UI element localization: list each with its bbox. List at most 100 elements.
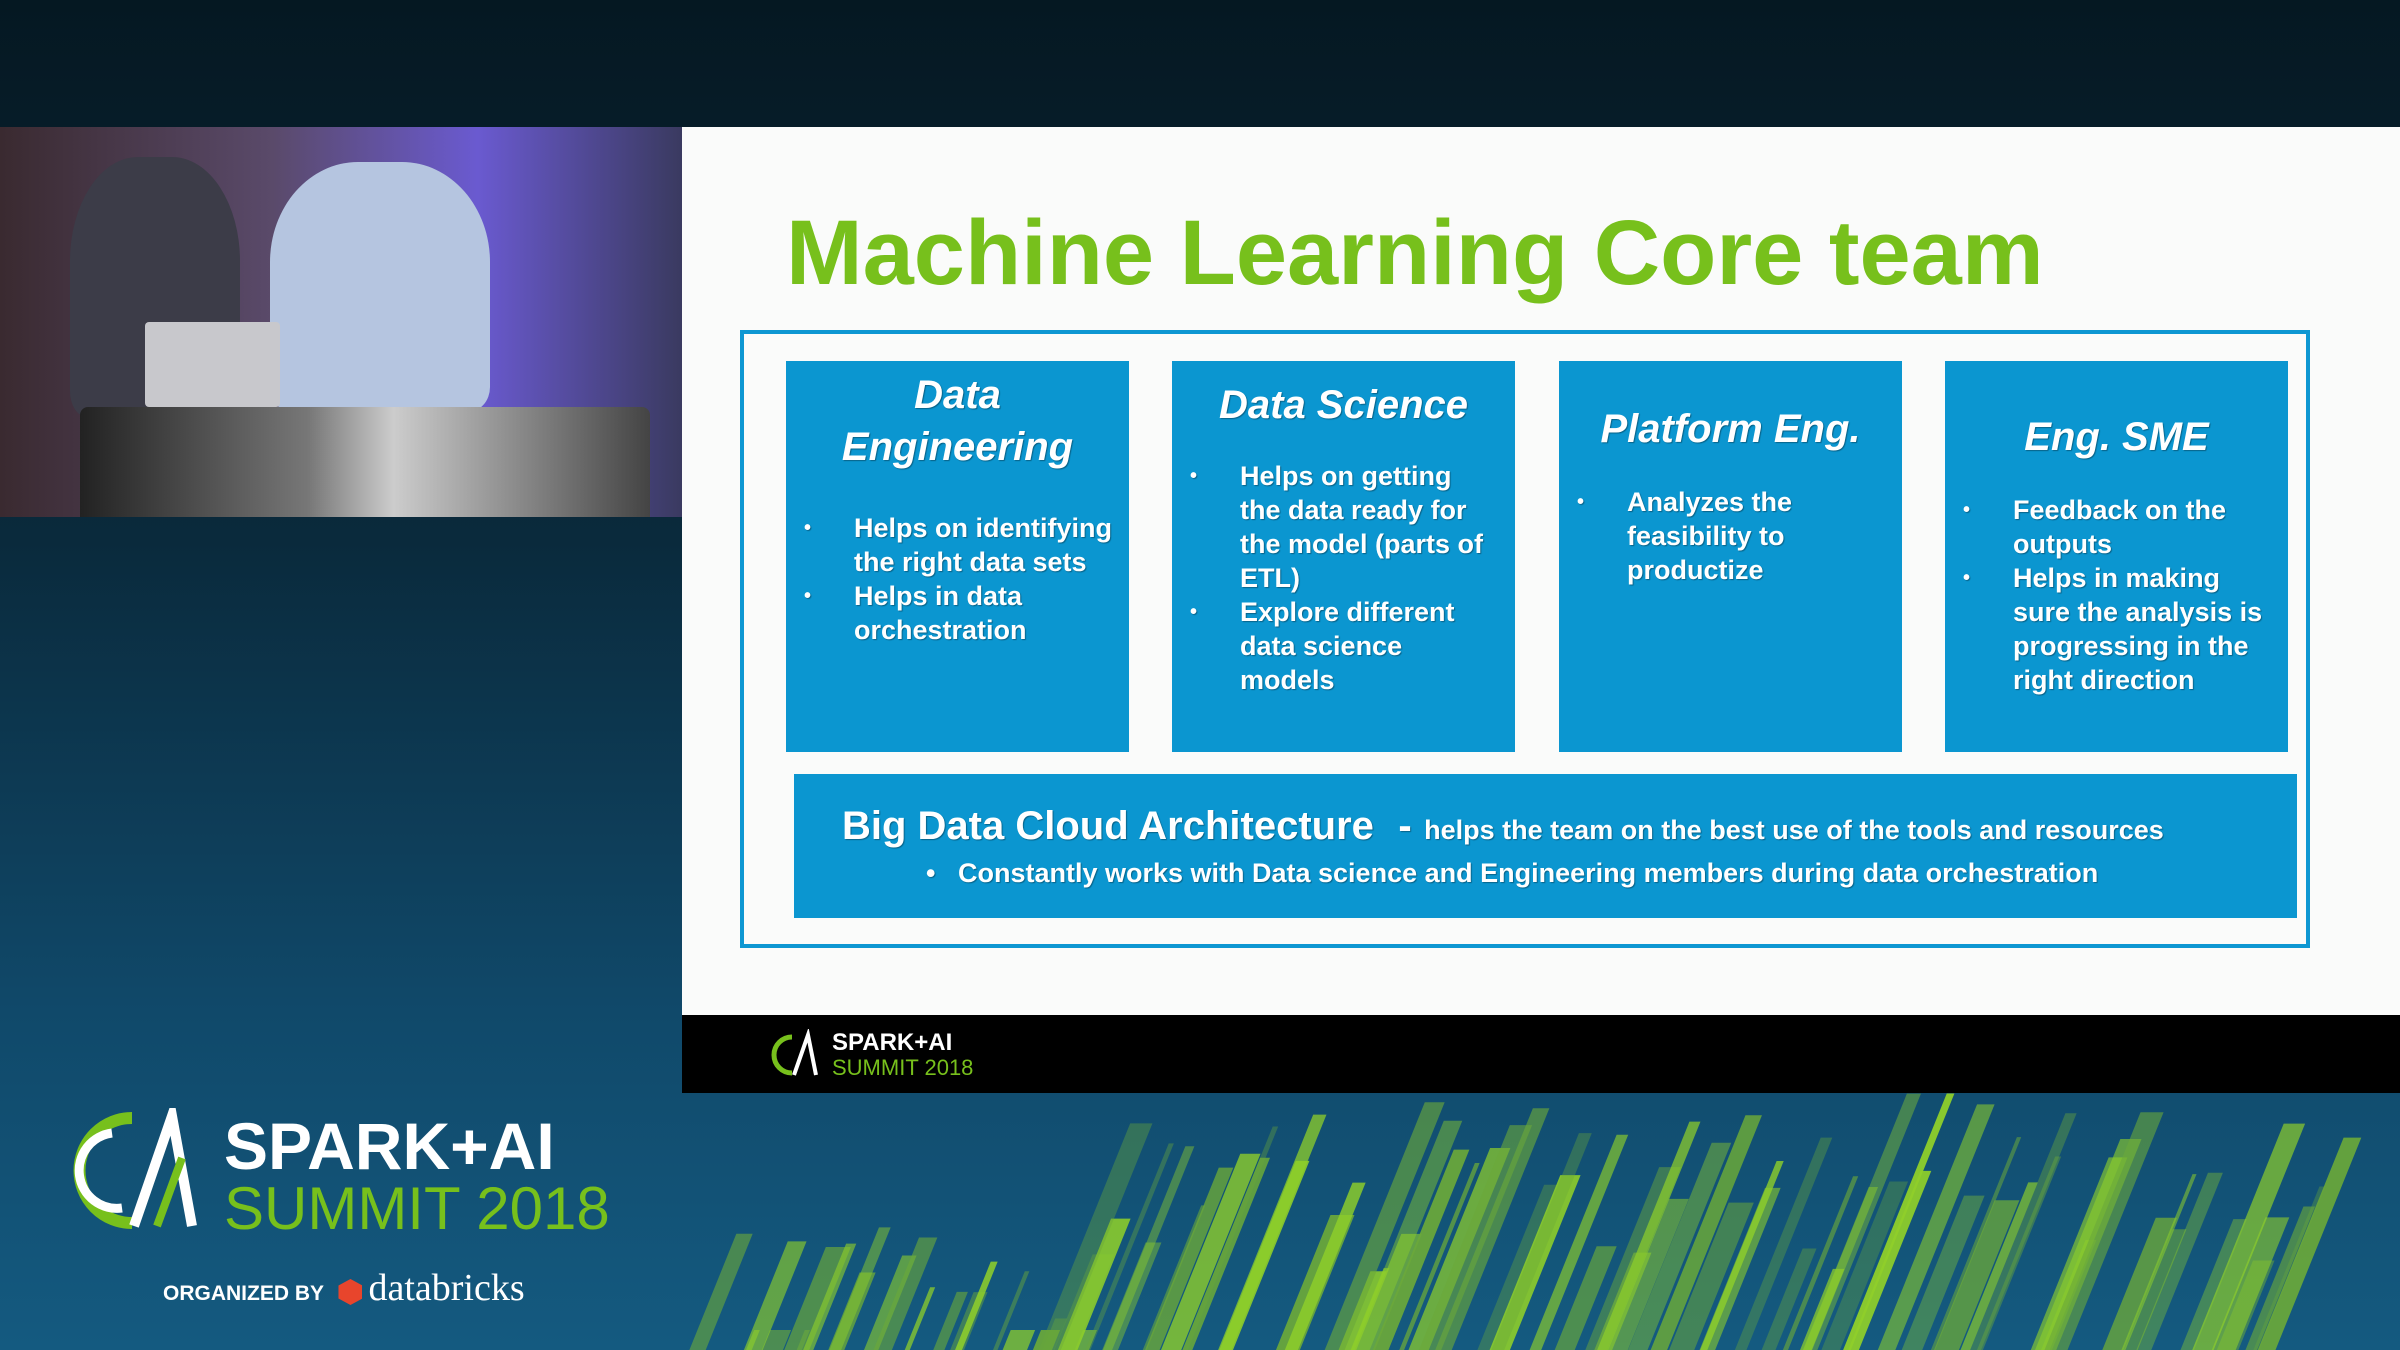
- brand-line1: SPARK+AI: [224, 1109, 555, 1183]
- streak: [1554, 1246, 1617, 1350]
- streak: [1650, 1115, 1762, 1350]
- organized-by: ORGANIZED BY databricks: [163, 1266, 525, 1310]
- streak: [1782, 1176, 1859, 1350]
- streak: [1802, 1186, 1879, 1350]
- bullet: Helps in data orchestration: [804, 579, 1113, 647]
- streak: [1324, 1102, 1445, 1350]
- column-heading: Data Engineering: [841, 373, 1074, 469]
- bullet: Feedback on the outputs: [1963, 493, 2272, 561]
- streak: [1085, 1143, 1174, 1350]
- speaker-video: [0, 127, 682, 517]
- brand-line2: SUMMIT 2018: [224, 1175, 610, 1242]
- bullet: Analyzes the feasibility to productize: [1577, 485, 1886, 587]
- organized-by-label: ORGANIZED BY: [163, 1282, 325, 1305]
- streak: [933, 1291, 968, 1350]
- column-eng-sme: Eng. SME Feedback on the outputsHelps in…: [1945, 361, 2288, 752]
- column-data-engineering: Data Engineering Helps on identifying th…: [786, 361, 1129, 752]
- streak: [1102, 1242, 1162, 1350]
- streak: [1032, 1330, 1061, 1350]
- footer-logo-line2: SUMMIT 2018: [832, 1055, 974, 1080]
- bullet: Helps on getting the data ready for the …: [1190, 459, 1499, 595]
- streak: [828, 1272, 876, 1350]
- streak: [2123, 1229, 2187, 1350]
- bullet: Explore different data science models: [1190, 595, 1499, 697]
- streak: [904, 1287, 936, 1350]
- streak: [873, 1237, 938, 1350]
- team-frame: Data Engineering Helps on identifying th…: [740, 330, 2310, 948]
- laptop: [145, 322, 280, 407]
- box-heading: Big Data Cloud Architecture: [842, 804, 1374, 848]
- streak: [1057, 1218, 1131, 1350]
- box-bullet-text: Constantly works with Data science and E…: [957, 858, 2099, 888]
- streak: [1002, 1330, 1036, 1350]
- databricks-wordmark: databricks: [368, 1267, 525, 1309]
- streak: [2192, 1123, 2306, 1350]
- streak: [1477, 1184, 1557, 1350]
- streak: [2136, 1172, 2223, 1350]
- streak: [2245, 1206, 2316, 1350]
- streak: [1877, 1104, 1995, 1350]
- streak: [1351, 1120, 1463, 1350]
- streak: [784, 1247, 851, 1350]
- streak: [1160, 1153, 1261, 1350]
- streak: [1491, 1133, 1592, 1350]
- presentation-slide: Machine Learning Core team Data Engineer…: [682, 127, 2400, 1015]
- streak: [1901, 1195, 1985, 1350]
- streak: [1218, 1114, 1327, 1350]
- column-heading: Eng. SME: [2024, 415, 2209, 459]
- box-bullet: • Constantly works with Data science and…: [926, 858, 2099, 888]
- streak: [829, 1227, 891, 1350]
- streak: [1800, 1268, 1845, 1350]
- streak: [1489, 1175, 1581, 1350]
- streak: [1761, 1248, 1817, 1350]
- streak: [1354, 1233, 1422, 1350]
- bullet: Helps in making sure the analysis is pro…: [1963, 561, 2272, 697]
- streak: [1848, 1170, 1932, 1350]
- streak: [743, 1241, 807, 1350]
- streak: [1399, 1163, 1480, 1350]
- streak: [1930, 1137, 2022, 1350]
- streak: [1182, 1157, 1271, 1350]
- box-subtitle: helps the team on the best use of the to…: [1424, 815, 2164, 845]
- decorative-streaks: [689, 1093, 2362, 1350]
- streak: [1969, 1113, 2077, 1350]
- streak: [1038, 1123, 1153, 1350]
- big-data-cloud-architecture-box: Big Data Cloud Architecture - helps the …: [794, 774, 2297, 918]
- streak: [1976, 1156, 2062, 1350]
- streak: [2044, 1112, 2164, 1350]
- streak: [1074, 1330, 1097, 1350]
- streak: [2102, 1217, 2177, 1350]
- streak: [1960, 1182, 2038, 1350]
- event-branding: SPARK+AI SUMMIT 2018 ORGANIZED BY databr…: [62, 1096, 610, 1309]
- slide-title: Machine Learning Core team: [786, 202, 2044, 304]
- streak: [1145, 1167, 1234, 1350]
- streak: [1821, 1181, 1909, 1350]
- column-heading: Platform Eng.: [1600, 407, 1861, 451]
- streak: [1669, 1202, 1754, 1350]
- streak: [955, 1261, 998, 1350]
- streak: [1627, 1142, 1732, 1350]
- streak: [1700, 1161, 1784, 1350]
- streak: [1284, 1182, 1366, 1350]
- streak: [1372, 1149, 1470, 1350]
- streak: [2180, 1219, 2247, 1350]
- streak: [1597, 1121, 1701, 1350]
- streak: [2257, 1137, 2362, 1350]
- podium: [80, 407, 650, 517]
- bullet: Helps on identifying the right data sets: [804, 511, 1113, 579]
- streak: [1803, 1093, 1921, 1350]
- column-platform-eng: Platform Eng. Analyzes the feasibility t…: [1559, 361, 1902, 752]
- streak: [1734, 1137, 1833, 1350]
- spark-ai-logo-icon: [771, 1029, 818, 1076]
- slide-footer: SPARK+AI SUMMIT 2018: [682, 1015, 2400, 1093]
- streak: [1529, 1134, 1629, 1350]
- streak: [761, 1330, 792, 1350]
- streak: [2121, 1174, 2197, 1350]
- footer-logo-line1: SPARK+AI: [832, 1029, 953, 1056]
- column-heading: Data Science: [1218, 383, 1469, 427]
- streak: [1042, 1318, 1068, 1350]
- speaker-right: [270, 162, 490, 412]
- databricks-icon: [338, 1279, 363, 1305]
- streak: [689, 1233, 753, 1350]
- column-data-science: Data Science Helps on getting the data r…: [1172, 361, 1515, 752]
